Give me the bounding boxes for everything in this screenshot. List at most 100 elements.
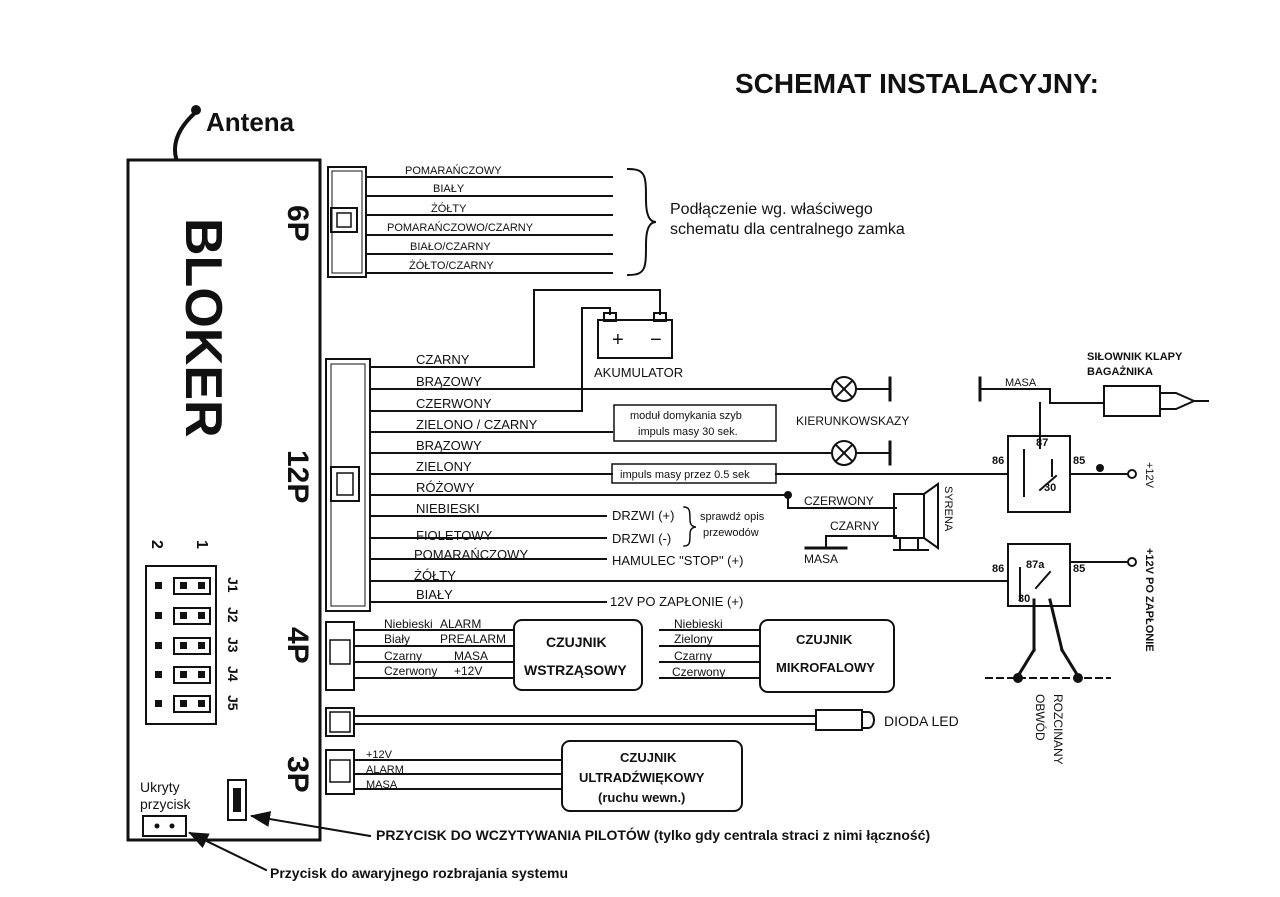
check-desc: sprawdź opis — [700, 511, 765, 523]
shock-sensor-text: WSTRZĄSOWY — [524, 662, 627, 678]
connector-led — [325, 707, 817, 737]
wire-3p-label: +12V — [366, 749, 393, 761]
central-lock-note: schematu dla centralnego zamka — [670, 221, 905, 238]
connector-3p — [325, 749, 563, 795]
wire-12p-label: RÓŻOWY — [416, 480, 475, 495]
microwave-sensor-text: MIKROFALOWY — [776, 660, 875, 675]
battery-label: AKUMULATOR — [594, 365, 683, 380]
jumper-label: J1 — [225, 577, 241, 593]
ultrasonic-sensor-box — [561, 740, 743, 812]
wire-4p-color: Czarny — [384, 649, 422, 663]
siren-icon — [893, 482, 939, 551]
trunk-title: BAGAŻNIKA — [1087, 365, 1153, 378]
connector-4p — [325, 621, 515, 691]
wire-4p-func: ALARM — [440, 617, 481, 631]
wire-6p-label: ŻÓŁTY — [431, 202, 467, 215]
connector-6p-label: 6P — [281, 205, 314, 242]
battery-plus: + — [612, 329, 624, 351]
turn-signals-label: KIERUNKOWSKAZY — [796, 414, 909, 428]
ignition-label: 12V PO ZAPŁONIE (+) — [610, 594, 743, 609]
wire-4p-color: Czerwony — [384, 664, 437, 678]
connector-12p-label: 12P — [281, 450, 314, 503]
microwave-sensor-box — [759, 619, 895, 693]
shock-sensor-text: CZUJNIK — [546, 634, 607, 650]
lamp-icon — [831, 376, 892, 402]
learn-arrow — [250, 811, 372, 838]
door-minus-label: DRZWI (-) — [612, 531, 671, 546]
wire-6p-label: ŻÓŁTO/CZARNY — [409, 259, 494, 272]
central-lock-brace — [626, 167, 657, 277]
siren-black-label: CZARNY — [830, 519, 879, 533]
wire-4p-color: Biały — [384, 632, 410, 646]
micro-wire-label: Czarny — [674, 649, 712, 663]
jumper-pins — [155, 577, 211, 713]
wire-12p-label: BRĄZOWY — [416, 374, 482, 389]
bloker-unit — [126, 158, 322, 842]
siren-label: SYRENA — [942, 486, 954, 532]
wire-4p-color: Niebieski — [384, 617, 433, 631]
wire-12p-label: ZIELONY — [416, 459, 472, 474]
micro-wire-label: Czerwony — [672, 665, 725, 679]
wire-6p-label: BIAŁY — [433, 183, 465, 195]
learn-button[interactable] — [227, 779, 247, 821]
wire-12p-label: BRĄZOWY — [416, 438, 482, 453]
relay2-pin: 30 — [1018, 593, 1030, 605]
ultrasonic-sensor-text: (ruchu wewn.) — [598, 790, 685, 805]
unit-label: BLOKER — [174, 218, 232, 438]
wires-6p — [365, 176, 613, 274]
relay2-supply: +12V PO ZAPŁONIE — [1143, 548, 1155, 652]
jumper-block — [145, 565, 217, 725]
wire-12p-label: NIEBIESKI — [416, 501, 480, 516]
antenna-tip-icon — [191, 105, 201, 115]
wire-12p-label: CZARNY — [416, 352, 470, 367]
wire-12p-label: POMARAŃCZOWY — [414, 547, 528, 562]
learn-button-knob — [233, 788, 241, 812]
wire-6p-label: POMARAŃCZOWO/CZARNY — [387, 221, 534, 234]
wire-12p-label: CZERWONY — [416, 396, 492, 411]
relay-1 — [1007, 402, 1137, 513]
siren-red-label: CZERWONY — [804, 494, 874, 508]
wire-6p-label: BIAŁO/CZARNY — [410, 241, 491, 253]
trunk-actuator-icon — [1103, 385, 1209, 417]
ultrasonic-sensor-text: CZUJNIK — [620, 750, 677, 765]
micro-wire-label: Zielony — [674, 632, 713, 646]
button-dot-icon — [154, 823, 160, 829]
emergency-note: Przycisk do awaryjnego rozbrajania syste… — [270, 865, 568, 881]
micro-wire-label: Niebieski — [674, 617, 723, 631]
siren-ground-label: MASA — [804, 552, 838, 566]
jumper-label: J2 — [225, 607, 241, 623]
battery-icon — [597, 312, 673, 359]
window-module-text: impuls masy 30 sek. — [638, 426, 738, 438]
relay1-pin: 87 — [1036, 437, 1048, 449]
lamp-icon — [831, 440, 892, 466]
cut-circuit-label: ROZCINANY — [1051, 694, 1065, 765]
emergency-button[interactable] — [142, 815, 187, 837]
antenna-label: Antena — [206, 107, 295, 137]
wire-3p-label: ALARM — [366, 764, 404, 776]
relay-2 — [985, 543, 1137, 683]
jumper-col-label: 1 — [193, 540, 210, 549]
relay1-pin: 85 — [1073, 455, 1085, 467]
pulse-box — [611, 463, 777, 484]
led-label: DIODA LED — [884, 713, 959, 729]
check-desc: przewodów — [703, 527, 759, 539]
connector-12p — [325, 358, 371, 612]
jumper-col-label: 2 — [148, 540, 165, 549]
door-brace — [683, 506, 697, 547]
relay1-pin: 86 — [992, 455, 1004, 467]
shock-sensor-box — [513, 619, 643, 691]
trunk-title: SIŁOWNIK KLAPY — [1087, 351, 1183, 363]
learn-note: PRZYCISK DO WCZYTYWANIA PILOTÓW (tylko g… — [376, 826, 930, 843]
button-dot-icon — [169, 823, 175, 829]
wire-12p-label: BIAŁY — [416, 587, 453, 602]
relay1-pin: 30 — [1044, 482, 1056, 494]
window-module-box — [613, 404, 777, 442]
ultrasonic-sensor-text: ULTRADŹWIĘKOWY — [579, 770, 705, 785]
jumper-label: J4 — [225, 666, 241, 682]
wire-12p-label: ZIELONO / CZARNY — [416, 417, 538, 432]
hidden-button-label: przycisk — [140, 796, 192, 812]
connector-4p-label: 4P — [281, 627, 314, 664]
led-icon — [815, 709, 875, 731]
wire-12p-label: ŻÓŁTY — [414, 568, 456, 583]
